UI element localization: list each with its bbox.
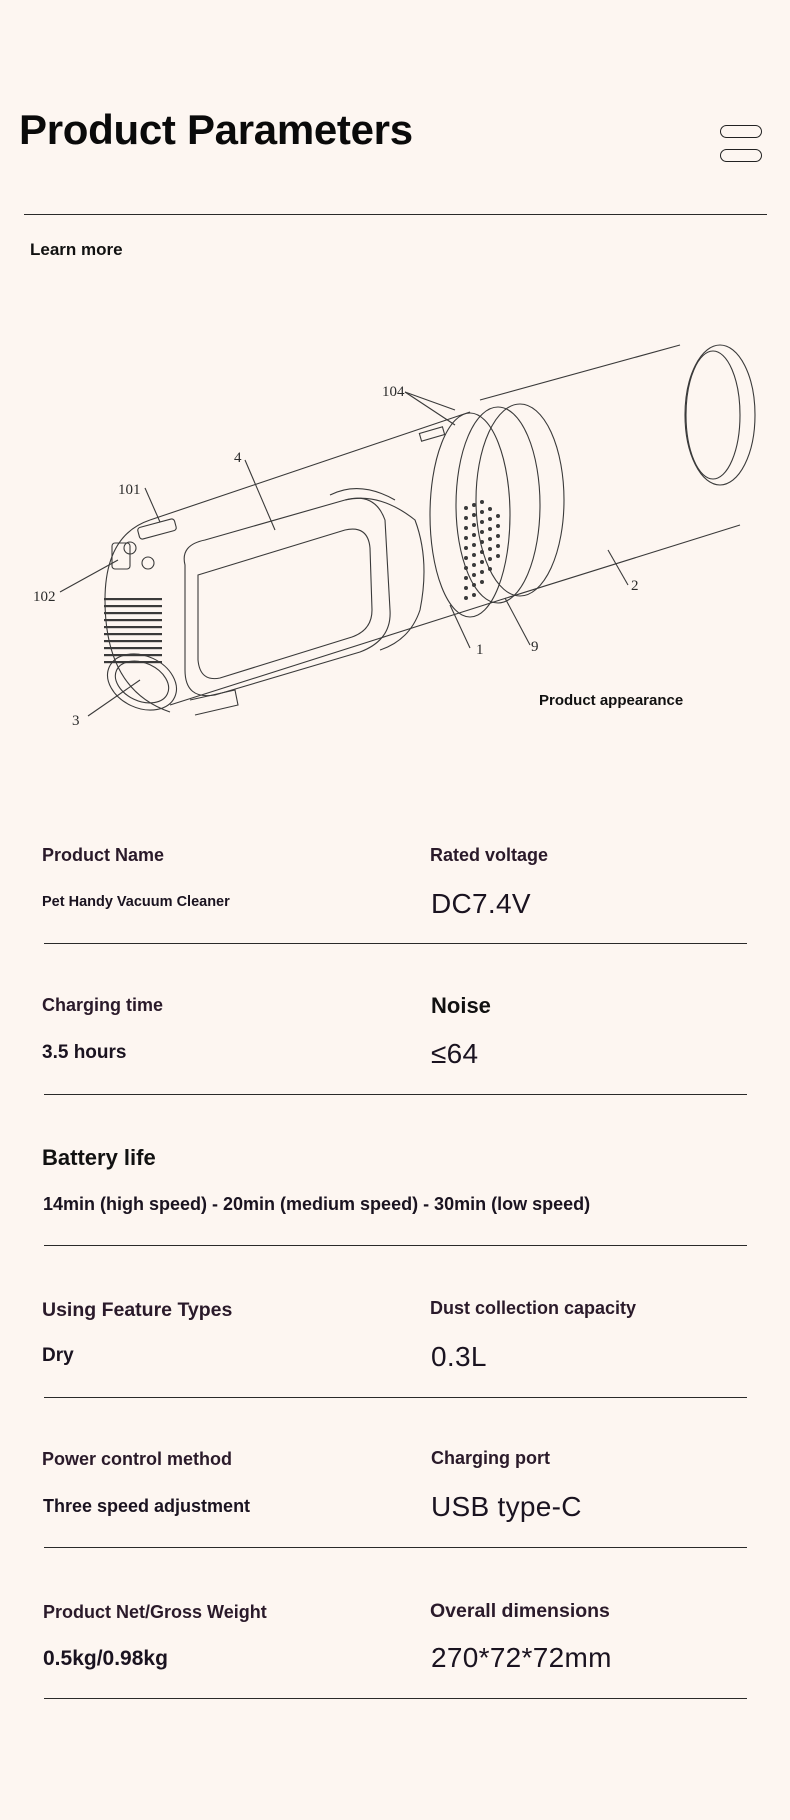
callout-label: 3: [72, 713, 80, 729]
row-divider: [44, 1397, 747, 1398]
spec-label-feature-types: Using Feature Types: [42, 1299, 233, 1321]
callout-label: 4: [234, 450, 242, 466]
row-divider: [44, 1094, 747, 1095]
menu-icon-bar: [720, 149, 762, 162]
spec-label-weight: Product Net/Gross Weight: [43, 1602, 267, 1622]
callout-label: 101: [118, 482, 141, 498]
callout-label: 104: [382, 384, 405, 400]
spec-label-dimensions: Overall dimensions: [430, 1600, 610, 1622]
spec-label-battery-life: Battery life: [42, 1145, 156, 1170]
spec-label-noise: Noise: [431, 993, 491, 1018]
header-divider: [24, 214, 767, 215]
spec-label-rated-voltage: Rated voltage: [430, 845, 549, 865]
callout-label: 102: [33, 589, 56, 605]
spec-value-feature-types: Dry: [42, 1345, 74, 1366]
figure-caption: Product appearance: [539, 692, 684, 709]
spec-value-rated-voltage: DC7.4V: [431, 888, 531, 919]
product-line-drawing: 104 4 101 102 3 1 9 2: [33, 344, 756, 729]
row-divider: [44, 1245, 747, 1246]
spec-value-power-control: Three speed adjustment: [43, 1496, 251, 1516]
spec-value-charging-time: 3.5 hours: [42, 1042, 127, 1063]
learn-more-link[interactable]: Learn more: [30, 240, 123, 259]
spec-value-battery-life: 14min (high speed) - 20min (medium speed…: [43, 1194, 591, 1214]
spec-label-power-control: Power control method: [42, 1449, 233, 1469]
spec-value-dust-capacity: 0.3L: [431, 1341, 487, 1372]
menu-icon[interactable]: [720, 123, 764, 165]
spec-label-product-name: Product Name: [42, 845, 165, 865]
spec-value-charging-port: USB type-C: [431, 1491, 582, 1522]
spec-value-product-name: Pet Handy Vacuum Cleaner: [42, 894, 230, 910]
spec-label-dust-capacity: Dust collection capacity: [430, 1298, 637, 1318]
menu-icon-bar: [720, 125, 762, 138]
row-divider: [44, 943, 747, 944]
spec-value-weight: 0.5kg/0.98kg: [43, 1647, 168, 1670]
spec-value-dimensions: 270*72*72mm: [431, 1642, 612, 1673]
row-divider: [44, 1547, 747, 1548]
spec-value-noise: ≤64: [431, 1038, 479, 1069]
spec-label-charging-port: Charging port: [431, 1448, 550, 1468]
callout-label: 1: [476, 642, 484, 658]
spec-label-charging-time: Charging time: [42, 995, 164, 1015]
page-title: Product Parameters: [19, 106, 413, 153]
callout-label: 2: [631, 578, 639, 594]
row-divider: [44, 1698, 747, 1699]
callout-label: 9: [531, 639, 539, 655]
